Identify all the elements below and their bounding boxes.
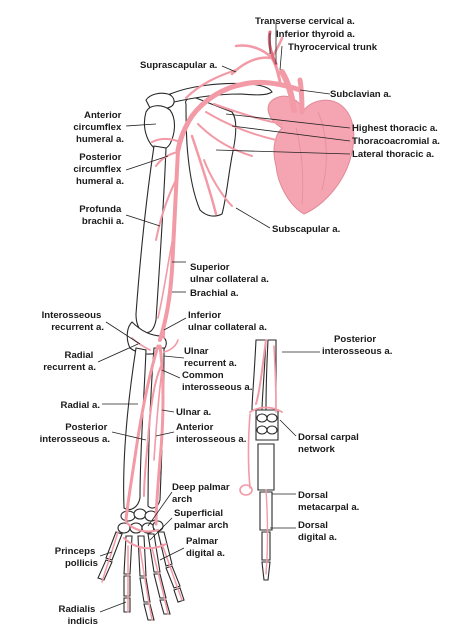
radius xyxy=(123,347,147,511)
label-dorsal-carpal-network: Dorsal carpal network xyxy=(298,432,361,455)
label-thyrocervical-trunk: Thyrocervical trunk xyxy=(288,42,378,53)
scapula xyxy=(185,96,237,217)
label-thoracoacromial: Thoracoacromial a. xyxy=(352,136,440,147)
subclavian-artery xyxy=(175,79,303,153)
ulnar-artery xyxy=(154,344,165,526)
label-lateral-thoracic: Lateral thoracic a. xyxy=(352,149,434,160)
label-inferior-ulnar-collateral: Inferior ulnar collateral a. xyxy=(188,310,267,333)
humerus-head xyxy=(143,105,176,151)
label-inferior-thyroid: Inferior thyroid a. xyxy=(276,29,355,40)
label-brachial: Brachial a. xyxy=(190,288,239,299)
label-radialis-indicis: Radialis indicis xyxy=(59,604,98,627)
label-anterior-interosseous: Anterior interosseous a. xyxy=(176,422,246,445)
label-suprascapular: Suprascapular a. xyxy=(140,60,217,71)
leader-lines xyxy=(97,22,351,613)
label-radial: Radial a. xyxy=(61,400,100,411)
heart-shape xyxy=(267,95,355,215)
label-deep-palmar-arch: Deep palmar arch xyxy=(172,482,232,505)
label-transverse-cervical: Transverse cervical a. xyxy=(255,16,355,27)
label-princeps-pollicis: Princeps pollicis xyxy=(55,546,98,569)
label-palmar-digital: Palmar digital a. xyxy=(186,536,225,559)
label-subscapular: Subscapular a. xyxy=(272,224,340,235)
label-radial-recurrent: Radial recurrent a. xyxy=(43,350,96,373)
label-common-interosseous: Common interosseous a. xyxy=(182,370,252,393)
label-interosseous-recurrent: Interosseous recurrent a. xyxy=(42,310,104,333)
label-profunda-brachii: Profunda brachii a. xyxy=(79,204,124,227)
label-anterior-circumflex-humeral: Anterior circumflex humeral a. xyxy=(73,110,124,145)
label-dorsal-metacarpal: Dorsal metacarpal a. xyxy=(298,490,359,513)
label-dorsal-digital: Dorsal digital a. xyxy=(298,520,337,543)
radial-artery xyxy=(124,344,160,522)
label-superficial-palmar-arch: Superficial palmar arch xyxy=(174,508,229,531)
label-highest-thoracic: Highest thoracic a. xyxy=(352,123,438,134)
label-posterior-interosseous-left: Posterior interosseous a. xyxy=(40,422,110,445)
hand-bones xyxy=(97,531,185,621)
label-subclavian: Subclavian a. xyxy=(330,89,391,100)
labels: Transverse cervical a. Inferior thyroid … xyxy=(40,16,440,627)
label-ulnar-recurrent: Ulnar recurrent a. xyxy=(184,346,237,369)
label-ulnar: Ulnar a. xyxy=(176,407,211,418)
dorsal-forearm xyxy=(251,339,279,581)
label-superior-ulnar-collateral: Superior ulnar collateral a. xyxy=(190,262,269,285)
label-posterior-interosseous-right: Posterior interosseous a. xyxy=(322,334,392,357)
label-posterior-circumflex-humeral: Posterior circumflex humeral a. xyxy=(73,152,124,187)
